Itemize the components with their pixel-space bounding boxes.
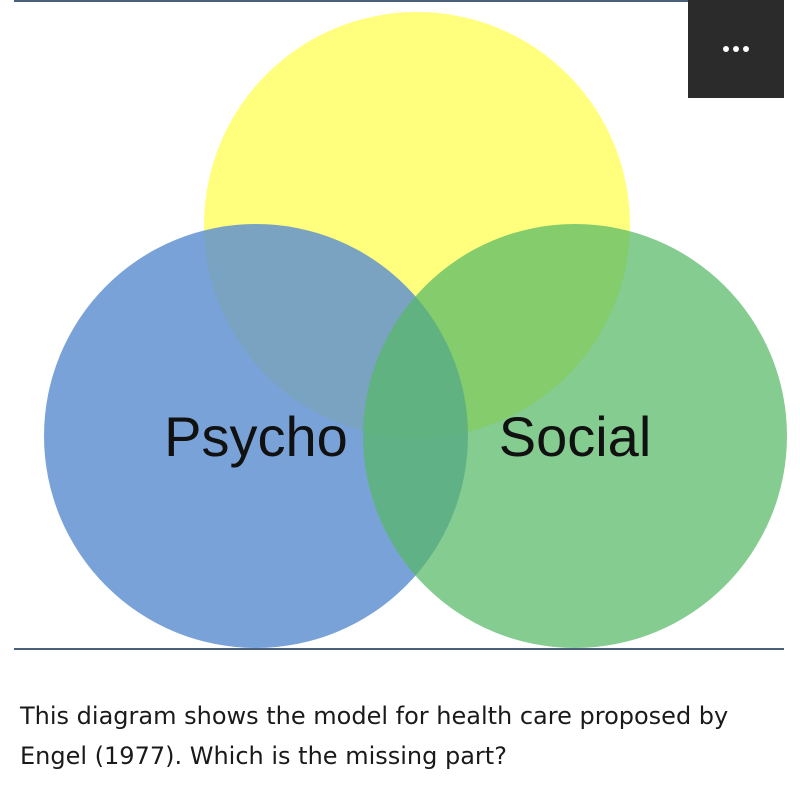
more-options-button[interactable] [688,0,784,98]
more-horizontal-icon [723,46,749,52]
venn-label-left: Psycho [164,405,348,468]
venn-diagram: Psycho Social [44,12,787,648]
venn-label-right: Social [499,405,652,468]
bottom-divider [14,648,784,650]
venn-circle-left [44,224,468,648]
top-divider [14,0,784,2]
venn-circle-right [363,224,787,648]
question-caption: This diagram shows the model for health … [20,702,729,770]
